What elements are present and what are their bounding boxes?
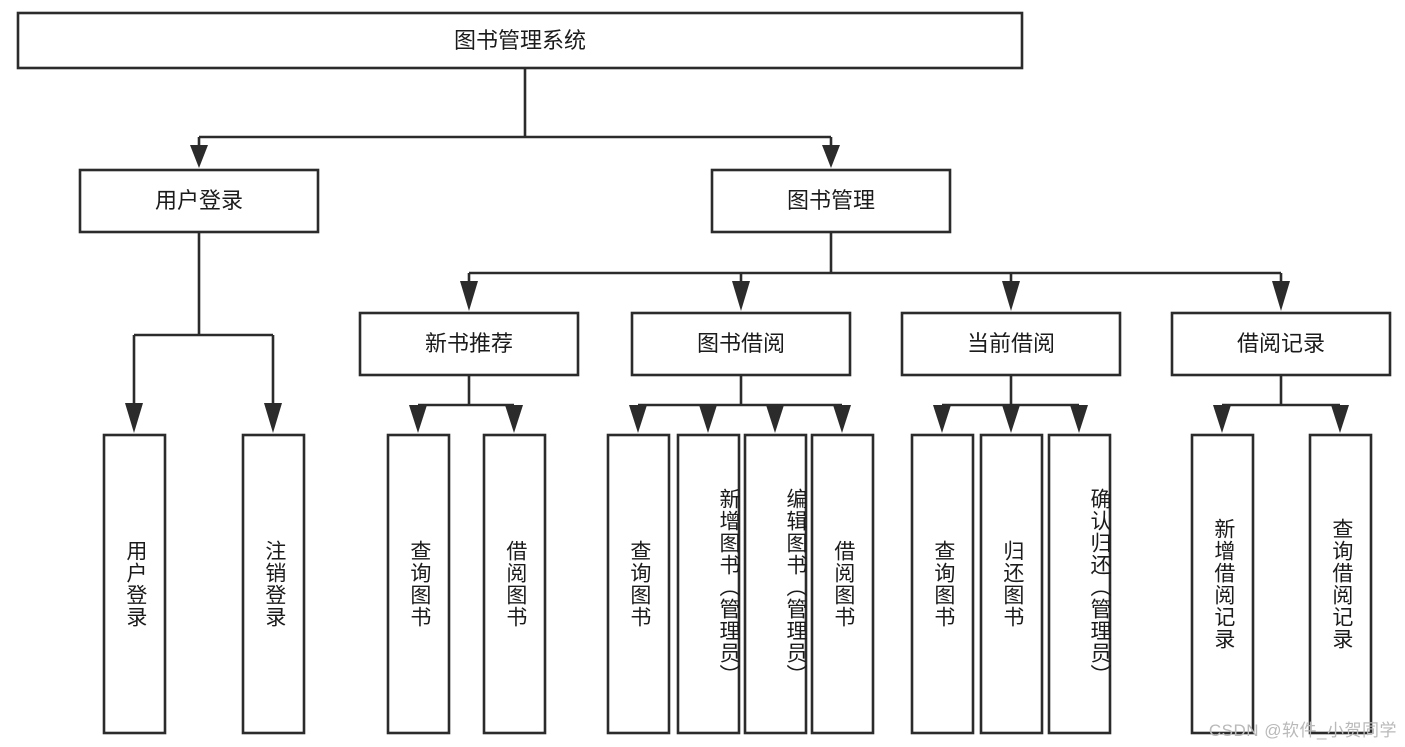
leaf-box-add-borrow-record[interactable] [1190, 433, 1255, 735]
leaf-box-query-book-current[interactable] [910, 433, 975, 735]
arrow-head-bookmgmt-to-newbook [460, 281, 478, 311]
node-label-root: 图书管理系统 [454, 28, 586, 53]
leaf-box-edit-book-admin[interactable] [743, 433, 808, 735]
arrow-head-current-leaf2 [1002, 405, 1020, 433]
node-box-borrow-record[interactable] [1170, 311, 1392, 377]
arrow-head-current-leaf3 [1070, 405, 1088, 433]
leaf-box-borrow-book[interactable] [810, 433, 875, 735]
node-label-user-login: 用户登录 [155, 188, 243, 213]
node-box-current-borrow[interactable] [900, 311, 1122, 377]
node-root[interactable]: 图书管理系统 [16, 11, 1024, 70]
arrow-head-newbook-leaf2 [505, 405, 523, 433]
leaf-box-logout[interactable] [241, 433, 306, 735]
leaf-box-confirm-return-admin[interactable] [1047, 433, 1112, 735]
connector-group-root [190, 68, 840, 168]
arrow-head-record-leaf2 [1331, 405, 1349, 433]
node-label-current-borrow: 当前借阅 [967, 331, 1055, 356]
connector-group-login [125, 232, 282, 433]
arrow-head-bookmgmt-to-record [1272, 281, 1290, 311]
node-box-book-management[interactable] [710, 168, 952, 234]
leaf-box-query-book-borrow[interactable] [606, 433, 671, 735]
node-borrow-record[interactable]: 借阅记录 [1170, 311, 1392, 377]
node-label-new-book-recommend: 新书推荐 [425, 331, 513, 356]
arrow-head-borrow-leaf4 [833, 405, 851, 433]
node-box-book-borrow[interactable] [630, 311, 852, 377]
node-box-new-book-recommend[interactable] [358, 311, 580, 377]
node-box-root[interactable] [16, 11, 1024, 70]
arrow-head-bookmgmt-to-borrow [732, 281, 750, 311]
connector-group-bookmgmt [460, 232, 1290, 311]
connector-group-borrow [629, 375, 851, 433]
node-new-book-recommend[interactable]: 新书推荐 [358, 311, 580, 377]
node-label-book-borrow: 图书借阅 [697, 331, 785, 356]
arrow-head-login-leaf1 [125, 403, 143, 433]
arrow-head-newbook-leaf1 [409, 405, 427, 433]
node-label-borrow-record: 借阅记录 [1237, 331, 1325, 356]
leaf-box-user-login[interactable] [102, 433, 167, 735]
arrow-head-root-to-bookmgmt [822, 145, 840, 168]
node-book-borrow[interactable]: 图书借阅 [630, 311, 852, 377]
connector-group-current [933, 375, 1088, 433]
node-label-book-management: 图书管理 [787, 188, 875, 213]
leaf-box-borrow-book-newbook[interactable] [482, 433, 547, 735]
arrow-head-login-leaf2 [264, 403, 282, 433]
csdn-watermark: CSDN @软件_小贺同学 [1208, 721, 1397, 740]
node-current-borrow[interactable]: 当前借阅 [900, 311, 1122, 377]
leaf-boxes [102, 433, 1373, 735]
node-user-login[interactable]: 用户登录 [78, 168, 320, 234]
arrow-head-record-leaf1 [1213, 405, 1231, 433]
connector-group-newbook [409, 375, 523, 433]
node-box-user-login[interactable] [78, 168, 320, 234]
leaf-box-return-book[interactable] [979, 433, 1044, 735]
arrow-head-bookmgmt-to-current [1002, 281, 1020, 311]
node-book-management[interactable]: 图书管理 [710, 168, 952, 234]
leaf-box-query-borrow-record[interactable] [1308, 433, 1373, 735]
arrow-head-root-to-login [190, 145, 208, 168]
arrow-head-current-leaf1 [933, 405, 951, 433]
leaf-box-query-book-newbook[interactable] [386, 433, 451, 735]
arrow-head-borrow-leaf2 [699, 405, 717, 433]
connector-group-record [1213, 375, 1349, 433]
leaf-box-add-book-admin[interactable] [676, 433, 741, 735]
arrow-head-borrow-leaf3 [766, 405, 784, 433]
arrow-head-borrow-leaf1 [629, 405, 647, 433]
